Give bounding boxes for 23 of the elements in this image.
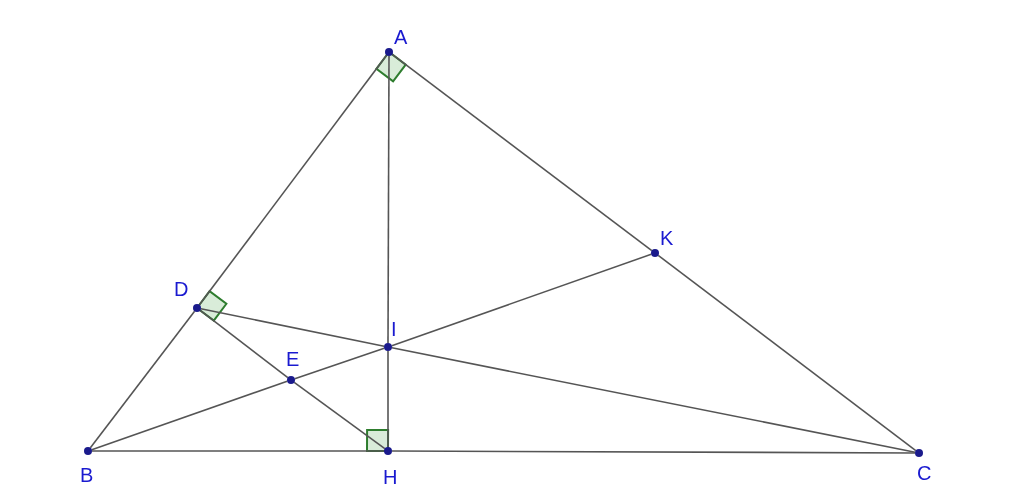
line-segment [387,350,389,448]
point-label: K [660,227,674,249]
point-label: E [286,348,300,370]
line-segment [199,309,289,379]
line-segment [391,347,916,453]
line-segment [200,308,385,347]
point-label: I [391,318,397,340]
point-label: H [383,466,398,488]
line-segment [657,254,917,452]
point-label: B [80,464,94,486]
line-segment [294,347,385,380]
point-label: A [394,26,408,48]
line-segment [391,53,653,252]
line-segment [387,55,390,344]
line-segment [198,54,388,306]
point-label: D [174,278,189,300]
line-segment [91,380,288,451]
line-segment [391,450,916,454]
line-segment [391,253,652,347]
line-segment [91,450,385,452]
line-segment [293,381,386,450]
point-label: C [917,462,932,484]
line-segment [89,310,196,449]
